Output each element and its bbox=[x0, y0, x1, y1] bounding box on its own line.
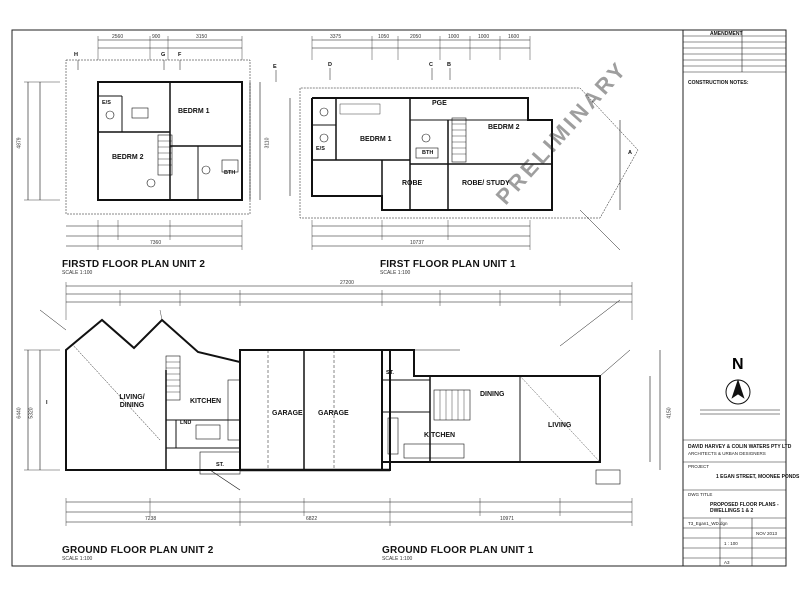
dim-top-seg-6: 2050 bbox=[410, 34, 422, 40]
section-marker-c: C bbox=[429, 62, 433, 68]
room-label-u2-bedrm1: BEDRM 1 bbox=[178, 108, 210, 115]
section-marker-g: G bbox=[161, 52, 166, 58]
plan-scale-ground-unit2: SCALE 1:100 bbox=[62, 556, 93, 562]
room-label-u1-pge: PGE bbox=[432, 100, 447, 107]
date-value: NOV 2013 bbox=[756, 531, 778, 536]
dim-ground-u1-total: 10971 bbox=[500, 516, 514, 522]
room-label-g2-st: ST. bbox=[216, 462, 224, 468]
room-label-u1-es: E/S bbox=[316, 146, 325, 152]
project-address: 1 EGAN STREET, MOONEE PONDS bbox=[716, 474, 800, 480]
plan-scale-first-unit1: SCALE 1:100 bbox=[380, 270, 411, 276]
room-label-u1-bedrm2: BEDRM 2 bbox=[488, 124, 520, 131]
dim-side-2: 6440 bbox=[16, 407, 23, 419]
room-label-g1-living: LIVING bbox=[548, 422, 572, 429]
room-label-u2-es: E/S bbox=[102, 100, 111, 106]
room-label-g1-kitchen: KITCHEN bbox=[424, 432, 456, 439]
dim-top-seg-3: 3150 bbox=[196, 34, 208, 40]
dim-side-3: 5320 bbox=[28, 407, 35, 419]
plan-title-first-unit1: FIRST FLOOR PLAN UNIT 1 bbox=[380, 259, 516, 270]
plan-scale-ground-unit1: SCALE 1:100 bbox=[382, 556, 413, 562]
room-label-u2-bedrm2: BEDRM 2 bbox=[112, 154, 144, 161]
dim-side-1: 4879 bbox=[16, 137, 23, 149]
dim-top-seg-1: 2560 bbox=[112, 34, 124, 40]
drawing-title-label: DWG TITLE bbox=[688, 492, 713, 497]
room-label-garage-1: GARAGE bbox=[272, 410, 303, 417]
first-floor-unit1-plan bbox=[289, 36, 639, 251]
dim-side-5: 3110 bbox=[264, 137, 271, 149]
dim-top-overall: 27200 bbox=[340, 280, 354, 286]
dim-top-seg-4: 3375 bbox=[330, 34, 342, 40]
plan-title-first-unit2: FIRSTD FLOOR PLAN UNIT 2 bbox=[62, 259, 206, 270]
dim-ground-u2-total: 7238 bbox=[145, 516, 157, 522]
north-label: N bbox=[732, 356, 744, 373]
drawing-title: PROPOSED FLOOR PLANS - DWELLINGS 1 & 2 bbox=[710, 502, 779, 514]
dim-top-seg-8: 1000 bbox=[478, 34, 490, 40]
room-label-g2-kitchen: KITCHEN bbox=[190, 398, 222, 405]
section-marker-lines bbox=[77, 60, 451, 82]
room-label-u2-bth: BTH bbox=[224, 170, 236, 176]
amendments-header: AMENDMENT bbox=[710, 31, 743, 37]
plan-scale-first-unit2: SCALE 1:100 bbox=[62, 270, 93, 276]
dim-top-seg-2: 900 bbox=[152, 34, 161, 40]
dim-first-u2-total: 7360 bbox=[150, 240, 162, 246]
title-block-grid bbox=[683, 30, 786, 566]
room-label-u1-robe: ROBE bbox=[402, 180, 423, 187]
section-marker-i: I bbox=[46, 400, 48, 406]
section-marker-e: E bbox=[273, 64, 277, 70]
room-label-u1-bth: BTH bbox=[422, 150, 434, 156]
room-label-g1-dining: DINING bbox=[480, 391, 505, 398]
section-marker-b: B bbox=[447, 62, 451, 68]
room-label-garage-2: GARAGE bbox=[318, 410, 349, 417]
section-marker-f: F bbox=[178, 52, 182, 58]
section-marker-h: H bbox=[74, 52, 78, 58]
dim-top-seg-7: 1000 bbox=[448, 34, 460, 40]
file-name: T3_Egan1_WD.dgn bbox=[688, 521, 728, 526]
plan-title-ground-unit2: GROUND FLOOR PLAN UNIT 2 bbox=[62, 545, 214, 556]
sheet-size: A3 bbox=[724, 560, 730, 565]
scale-value: 1 : 100 bbox=[724, 541, 738, 546]
room-label-g2-living: LIVING/ DINING bbox=[119, 394, 145, 409]
company-name: DAVID HARVEY & COLIN WATERS PTY LTD bbox=[688, 444, 792, 450]
sheet-border bbox=[11, 29, 787, 567]
first-floor-unit2-plan bbox=[24, 36, 261, 250]
project-label: PROJECT bbox=[688, 464, 710, 469]
plan-title-ground-unit1: GROUND FLOOR PLAN UNIT 1 bbox=[382, 545, 534, 556]
room-label-g1-st: ST. bbox=[386, 370, 394, 376]
section-marker-d: D bbox=[328, 62, 332, 68]
section-marker-a: A bbox=[628, 150, 632, 156]
room-label-u1-robe-study: ROBE/ STUDY bbox=[462, 180, 510, 187]
north-arrow bbox=[700, 379, 780, 415]
dim-ground-mid: 6822 bbox=[306, 516, 318, 522]
ground-floor-plans bbox=[24, 282, 661, 526]
dim-top-seg-5: 1050 bbox=[378, 34, 390, 40]
room-label-u1-bedrm1: BEDRM 1 bbox=[360, 136, 392, 143]
dim-first-u1-total: 10737 bbox=[410, 240, 424, 246]
construction-notes-header: CONSTRUCTION NOTES: bbox=[688, 80, 749, 86]
dim-side-4: 4150 bbox=[666, 407, 673, 419]
dim-top-seg-9: 1600 bbox=[508, 34, 520, 40]
company-subtitle: ARCHITECTS & URBAN DESIGNERS bbox=[688, 451, 766, 456]
room-label-g2-lnd: LND bbox=[180, 420, 192, 426]
